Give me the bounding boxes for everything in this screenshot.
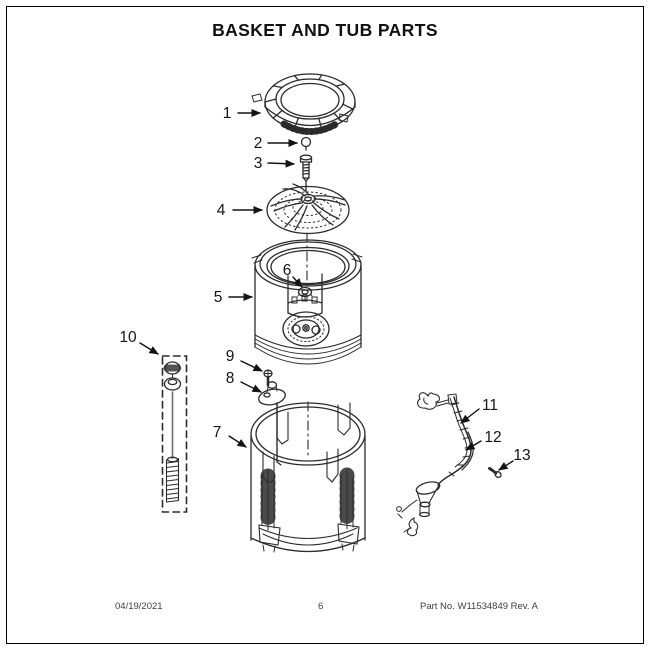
callout-label-11: 11 <box>482 397 498 414</box>
page-title: BASKET AND TUB PARTS <box>212 20 438 40</box>
part-cap-drawing <box>300 136 312 151</box>
part-bolt-drawing <box>299 154 313 192</box>
part-hub-nut-drawing <box>297 286 313 300</box>
part-impeller-drawing <box>266 183 350 235</box>
callout-label-5: 5 <box>214 289 223 306</box>
footer-part-number: Part No. W11534849 Rev. A <box>420 601 538 612</box>
part-screw-9-drawing <box>263 369 273 387</box>
callout-label-7: 7 <box>213 424 222 441</box>
callout-label-12: 12 <box>484 429 501 446</box>
part-hose-assembly-drawing <box>396 392 474 537</box>
part-screw-13-drawing <box>487 466 502 479</box>
callout-label-9: 9 <box>226 348 235 365</box>
part-tub-ring-drawing <box>251 73 356 135</box>
callout-label-1: 1 <box>223 105 232 122</box>
tub-suspension-mount-right <box>337 467 360 552</box>
callout-arrows <box>139 109 514 471</box>
footer-page-number: 6 <box>318 601 324 612</box>
part-basket-drawing <box>251 239 363 365</box>
part-tub-drawing <box>250 401 366 553</box>
callout-label-6: 6 <box>283 262 292 279</box>
part-suspension-rod-kit-drawing <box>161 355 188 513</box>
footer-date: 04/19/2021 <box>115 601 163 612</box>
callout-label-2: 2 <box>254 135 263 152</box>
callout-label-13: 13 <box>513 447 530 464</box>
callout-label-8: 8 <box>226 370 235 387</box>
callout-label-3: 3 <box>254 155 263 172</box>
callout-label-10: 10 <box>119 329 137 346</box>
callout-label-4: 4 <box>217 202 226 219</box>
tub-suspension-mount-left <box>258 468 281 553</box>
